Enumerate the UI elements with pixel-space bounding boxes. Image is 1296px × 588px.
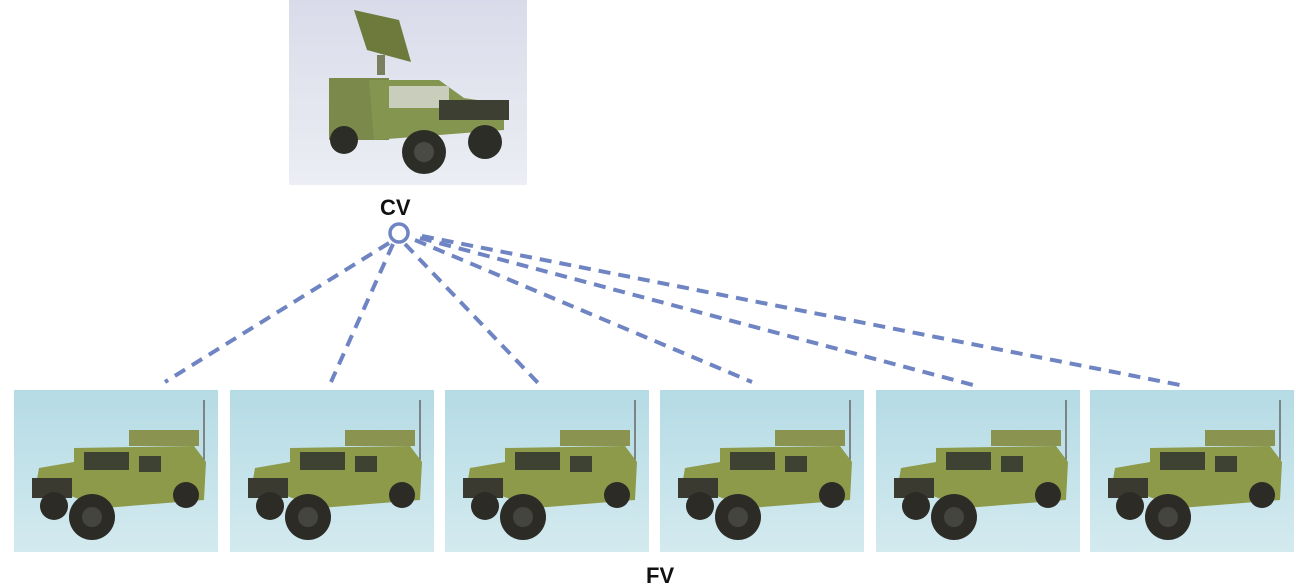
link-cv-to-fv-1: [163, 241, 391, 384]
link-cv-to-fv-6: [421, 234, 1181, 387]
fv-label: FV: [646, 563, 675, 588]
armored-vehicle-icon: [248, 400, 422, 540]
link-cv-to-fv-2: [329, 243, 395, 383]
cv-vehicle-image: [289, 0, 527, 185]
link-cv-to-fv-5: [419, 236, 974, 387]
radar-vehicle-icon: [329, 10, 509, 174]
armored-vehicle-icon: [678, 400, 852, 540]
cv-node: [388, 222, 410, 244]
armored-vehicle-icon: [463, 400, 637, 540]
fv-vehicle-image-1: [14, 390, 218, 552]
fv-vehicle-image-3: [445, 390, 649, 552]
fv-vehicle-image-4: [660, 390, 864, 552]
armored-vehicle-icon: [894, 400, 1068, 540]
link-cv-to-fv-3: [403, 242, 542, 387]
link-cv-to-fv-4: [414, 238, 753, 384]
armored-vehicle-icon: [1108, 400, 1282, 540]
cv-label: CV: [380, 195, 411, 220]
fv-vehicle-image-5: [876, 390, 1080, 552]
armored-vehicle-icon: [32, 400, 206, 540]
fv-vehicle-image-6: [1090, 390, 1294, 552]
fv-vehicle-image-2: [230, 390, 434, 552]
